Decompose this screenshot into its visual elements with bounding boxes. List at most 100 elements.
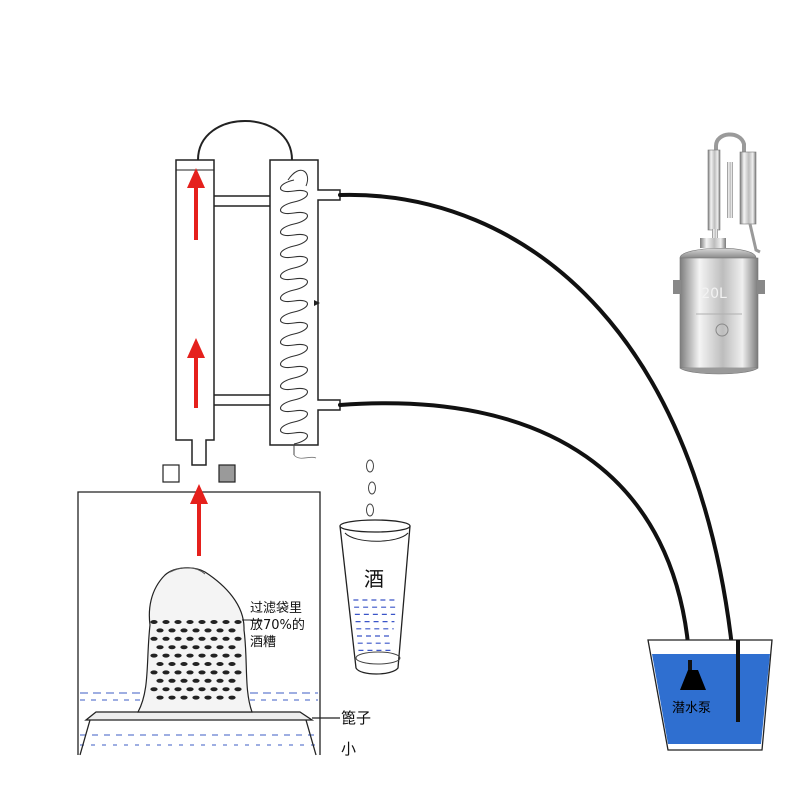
bag-hole: [222, 620, 230, 624]
bag-hole: [174, 636, 182, 641]
bag-hole: [174, 687, 182, 692]
bag-hole: [222, 687, 230, 692]
bag-hole: [222, 636, 230, 641]
bag-hole: [204, 678, 212, 683]
bag-hole: [228, 678, 236, 683]
up-arrow-icon: [187, 338, 205, 408]
bag-hole: [162, 653, 170, 658]
valve-right: [218, 464, 236, 483]
pump-label: 潜水泵: [672, 701, 711, 716]
bag-hole: [174, 653, 182, 658]
filter-bag-label-3: 酒糟: [250, 635, 276, 650]
bag-hole: [222, 670, 230, 675]
bag-hole: [150, 620, 158, 624]
valve-left: [162, 464, 180, 483]
bag-hole: [204, 628, 212, 633]
droplets: [366, 459, 376, 517]
droplet-icon: [366, 459, 374, 473]
wine-glass: [339, 459, 411, 675]
bag-hole: [168, 628, 176, 633]
bag-hole: [204, 662, 212, 666]
bag-hole: [234, 636, 242, 641]
filter-bag-label-2: 放70%的: [250, 617, 305, 633]
bag-hole: [192, 678, 200, 683]
filter-bag: [136, 567, 262, 713]
bag-hole: [150, 653, 158, 658]
bag-hole: [150, 670, 158, 675]
bag-hole: [156, 695, 164, 700]
bag-hole: [180, 645, 188, 650]
bag-hole: [210, 687, 218, 692]
bag-hole: [198, 670, 206, 675]
bag-hole: [204, 645, 212, 650]
water-tub: [647, 639, 773, 751]
bag-hole: [216, 695, 224, 700]
bag-hole: [228, 628, 236, 633]
bag-hole: [156, 628, 164, 633]
bag-hole: [186, 687, 194, 692]
bag-hole: [168, 695, 176, 700]
bag-hole: [186, 636, 194, 641]
bag-hole: [216, 645, 224, 650]
bag-hole: [228, 695, 236, 700]
bag-hole: [180, 678, 188, 683]
bag-hole: [198, 636, 206, 641]
bag-hole: [234, 620, 242, 624]
bag-hole: [210, 653, 218, 658]
bag-hole: [198, 687, 206, 692]
bag-hole: [180, 662, 188, 666]
bag-hole: [186, 670, 194, 675]
bag-hole: [234, 653, 242, 658]
water-label: 小: [341, 740, 356, 758]
bag-hole: [228, 645, 236, 650]
bag-hole: [234, 670, 242, 675]
bag-hole: [192, 628, 200, 633]
bag-hole: [204, 695, 212, 700]
bag-hole: [162, 636, 170, 641]
bag-hole: [216, 678, 224, 683]
bag-hole: [198, 653, 206, 658]
condenser: [269, 159, 341, 459]
inlet-hose: [338, 401, 692, 670]
bag-hole: [162, 620, 170, 624]
bag-hole: [174, 620, 182, 624]
bag-hole: [192, 695, 200, 700]
bag-hole: [168, 678, 176, 683]
bag-hole: [174, 670, 182, 675]
capacity-label: 20L: [701, 286, 727, 302]
bag-hole: [168, 645, 176, 650]
vapour-flow-arrows: [187, 168, 208, 556]
pump-icon: [680, 670, 706, 690]
bag-hole: [216, 628, 224, 633]
bag-hole: [228, 662, 236, 666]
bag-hole: [168, 662, 176, 666]
bag-hole: [150, 687, 158, 692]
distiller-photo-icon: 20L: [673, 132, 765, 375]
bag-hole: [186, 620, 194, 624]
bag-hole: [222, 653, 230, 658]
bag-hole: [210, 670, 218, 675]
bag-hole: [198, 620, 206, 624]
condenser-coil: [279, 179, 309, 445]
bag-hole: [162, 670, 170, 675]
bag-hole: [192, 662, 200, 666]
bag-hole: [180, 628, 188, 633]
bag-hole: [180, 695, 188, 700]
bag-hole: [210, 620, 218, 624]
bag-hole: [210, 636, 218, 641]
up-arrow-icon: [187, 168, 205, 240]
bag-hole: [162, 687, 170, 692]
glass-liquid: [353, 599, 397, 652]
bag-hole: [186, 653, 194, 658]
steamer-basket-label: 篦子: [341, 709, 371, 727]
bag-hole: [156, 645, 164, 650]
up-arrow-icon: [190, 484, 208, 556]
bag-hole: [156, 678, 164, 683]
bag-hole: [150, 636, 158, 641]
bag-hole: [216, 662, 224, 666]
droplet-icon: [366, 503, 374, 517]
droplet-icon: [368, 481, 376, 495]
distillation-column: [175, 120, 293, 466]
tub-water: [652, 654, 770, 744]
